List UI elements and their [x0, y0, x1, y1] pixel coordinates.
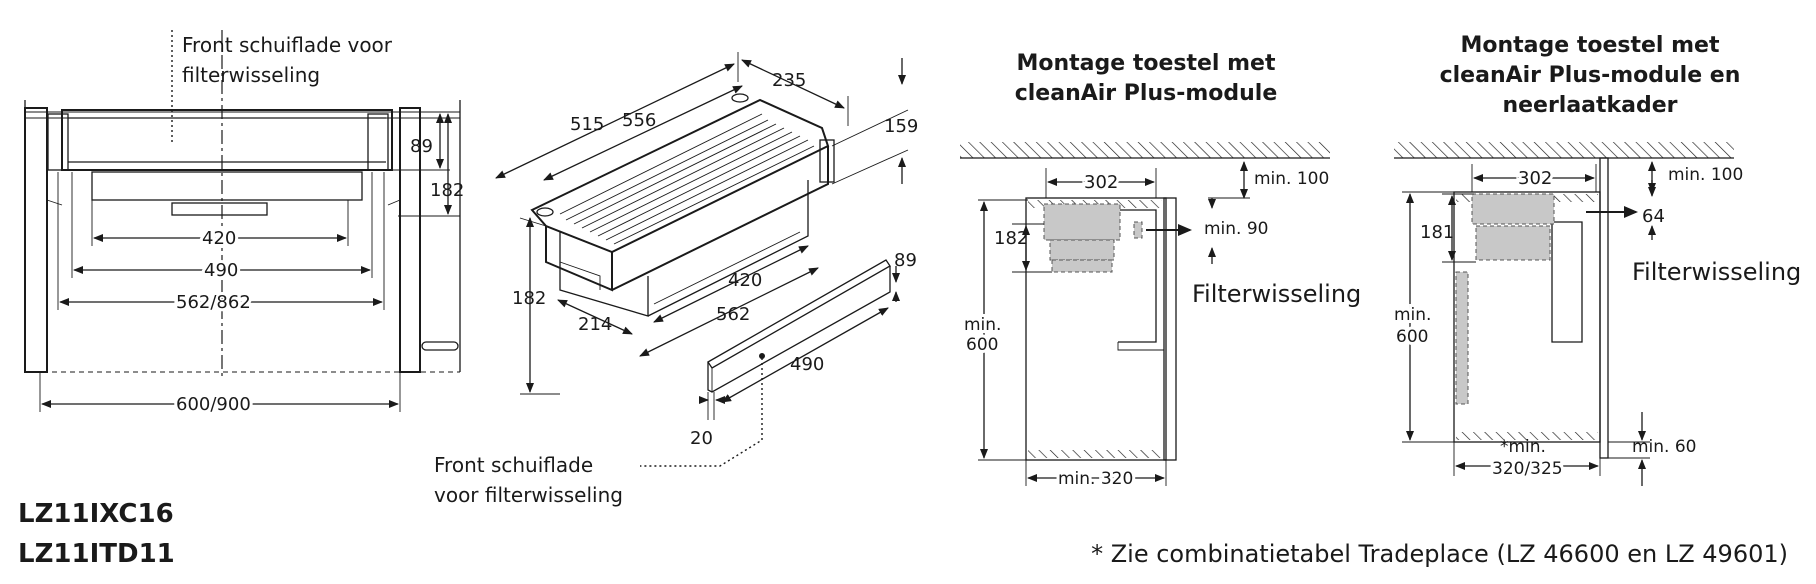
panel-1-title-line1: Montage toestel met — [1016, 51, 1275, 76]
panel-2-title-line2: cleanAir Plus-module en — [1440, 63, 1741, 88]
cleanair-module-2 — [1471, 193, 1555, 225]
panel-2-dim-181: 181 — [1420, 222, 1454, 243]
ceiling-hatch-1 — [960, 142, 1330, 158]
dim-20: 20 — [690, 428, 713, 449]
door-1 — [1163, 197, 1177, 461]
panel-2-min-600-b: 600 — [1396, 327, 1428, 347]
panel-2-star-min: *min. — [1500, 437, 1546, 457]
dim-490-left: 490 — [204, 260, 238, 281]
lowering-frame — [1455, 271, 1469, 405]
ceiling-hatch-2 — [1394, 142, 1734, 158]
model-number-2: LZ11ITD11 — [18, 539, 175, 569]
unit-body — [91, 171, 363, 201]
dim-562-iso: 562 — [716, 304, 750, 325]
model-number-1: LZ11IXC16 — [18, 499, 174, 529]
right-wall-handle — [421, 341, 459, 351]
dim-490-iso: 490 — [790, 354, 824, 375]
panel-1-dim-302: 302 — [1084, 172, 1118, 193]
dim-600-900: 600/900 — [176, 394, 251, 415]
dim-182-left: 182 — [430, 180, 464, 201]
cabinet-1 — [1025, 197, 1167, 461]
dim-562-862: 562/862 — [176, 292, 251, 313]
cleanair-module-1 — [1043, 203, 1121, 241]
panel-2-min-600-a: min. — [1394, 305, 1431, 325]
dim-214: 214 — [578, 314, 612, 335]
panel-2-drawing — [1394, 142, 1734, 486]
panel-2-min-100: min. 100 — [1668, 165, 1743, 185]
panel-1-min-320: min. 320 — [1058, 469, 1133, 489]
panel-2-title-line3: neerlaatkader — [1502, 93, 1677, 118]
panel-2-filterwisseling: Filterwisseling — [1632, 258, 1801, 286]
panel-1-filterwisseling: Filterwisseling — [1192, 280, 1361, 308]
right-cabinet-wall — [399, 107, 421, 373]
filter-drawer-front — [171, 202, 268, 216]
dim-235: 235 — [772, 70, 806, 91]
panel-2-min-60: min. 60 — [1632, 437, 1697, 457]
panel-2-dim-302: 302 — [1518, 168, 1552, 189]
panel-1-min-90: min. 90 — [1204, 219, 1269, 239]
dim-159: 159 — [884, 116, 918, 137]
isometric-drawing — [495, 52, 909, 467]
dim-89-left: 89 — [410, 136, 433, 157]
dim-420-iso: 420 — [728, 270, 762, 291]
iso-callout-line1: Front schuiflade — [434, 453, 593, 477]
iso-side-block — [819, 139, 835, 183]
panel-2-title-line1: Montage toestel met — [1460, 33, 1719, 58]
panel-2-dim-64: 64 — [1642, 206, 1665, 227]
dim-556: 556 — [622, 110, 656, 131]
panel-1-title-line2: cleanAir Plus-module — [1015, 81, 1278, 106]
dim-420-left: 420 — [202, 228, 236, 249]
panel-1-min-600-a: min. — [964, 315, 1001, 335]
panel-2-dim-320-325: 320/325 — [1492, 459, 1563, 479]
panel-1-min-600-b: 600 — [966, 335, 998, 355]
front-view-drawing — [24, 30, 461, 412]
panel-1-dim-182: 182 — [994, 228, 1028, 249]
footnote: * Zie combinatietabel Tradeplace (LZ 466… — [1091, 540, 1788, 568]
dim-515: 515 — [570, 114, 604, 135]
front-drawer-callout-line1: Front schuiflade voor — [182, 33, 393, 57]
panel-1-drawing — [960, 142, 1330, 486]
dim-89-iso: 89 — [894, 250, 917, 271]
dim-182-iso: 182 — [512, 288, 546, 309]
door-2 — [1599, 157, 1609, 459]
panel-1-min-100: min. 100 — [1254, 169, 1329, 189]
left-cabinet-wall — [24, 107, 48, 373]
unit-front-panel — [61, 109, 393, 171]
iso-callout-line2: voor filterwisseling — [434, 483, 623, 507]
front-drawer-callout-line2: filterwisseling — [182, 63, 320, 87]
